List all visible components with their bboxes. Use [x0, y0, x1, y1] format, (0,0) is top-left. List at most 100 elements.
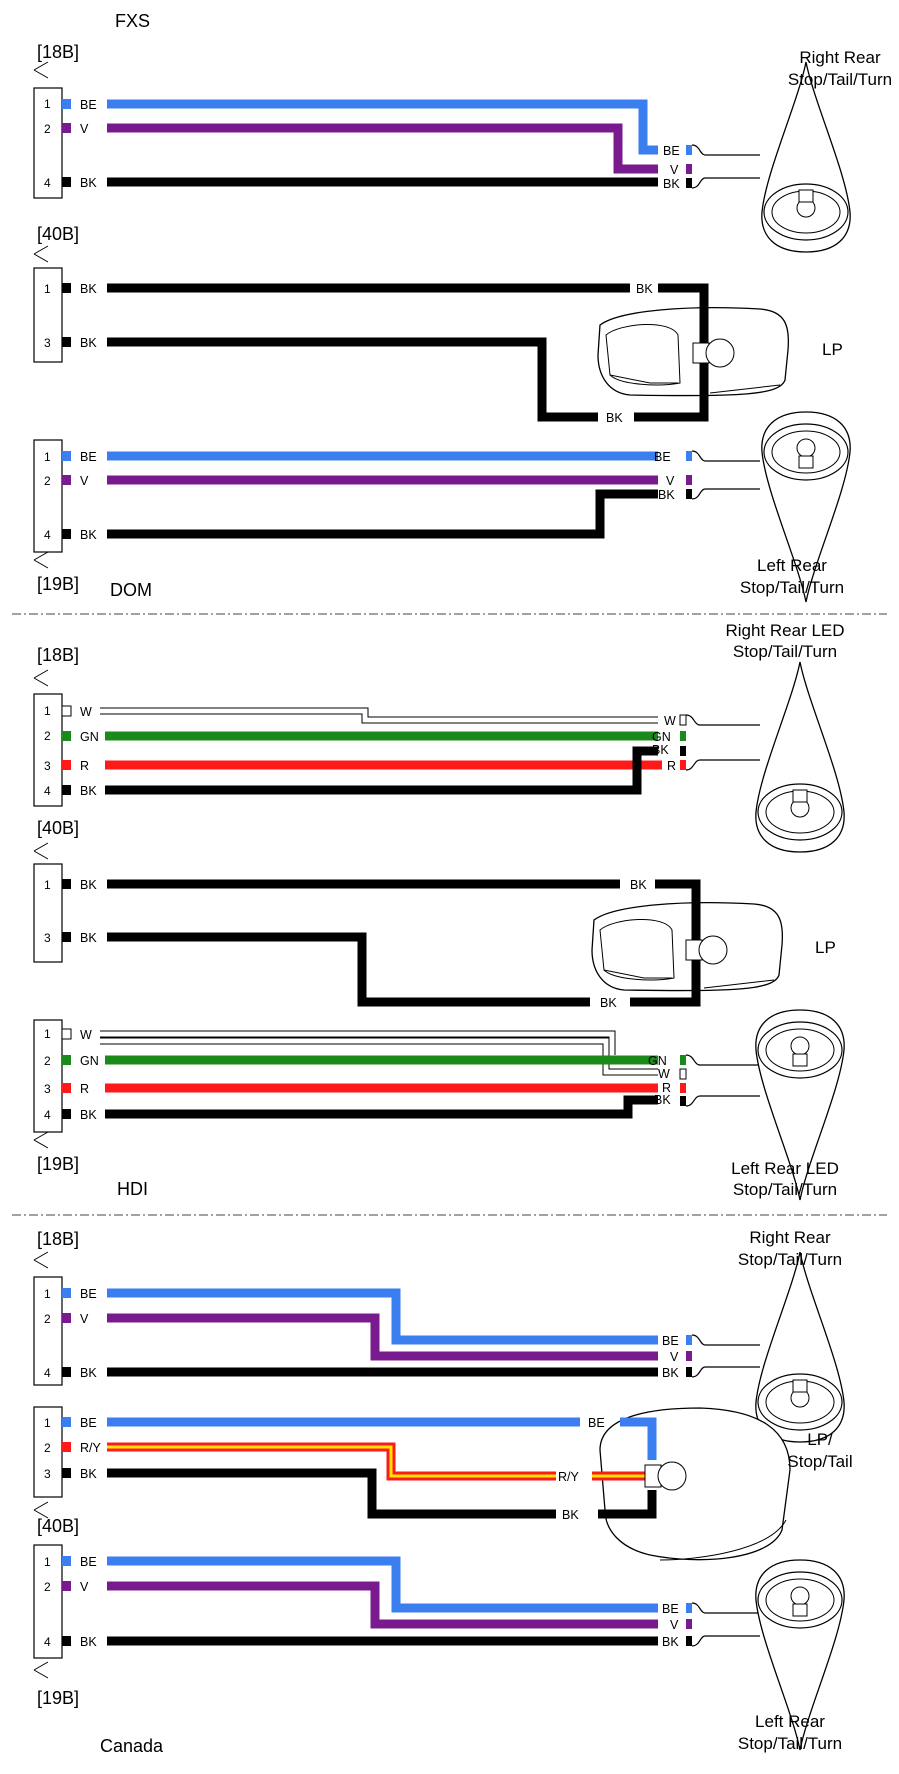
wire-be: [107, 99, 658, 155]
lamp-terminal: [686, 1367, 692, 1377]
wire-label: R: [667, 759, 676, 773]
wire-label: BK: [80, 1467, 97, 1481]
lamp-bulb-icon: [657, 1461, 687, 1491]
wire-label: BK: [654, 1093, 671, 1107]
wire-label: R: [80, 1082, 89, 1096]
wire-v: [107, 123, 658, 174]
wire-label: W: [658, 1067, 670, 1081]
lamp-terminal: [680, 1096, 686, 1106]
pin-terminal: [62, 1556, 71, 1566]
connector-housing: [33, 693, 63, 807]
wire-label: GN: [652, 730, 671, 744]
pin-number: 2: [44, 1580, 51, 1594]
pin-number: 1: [44, 1287, 51, 1301]
connector-housing: [33, 267, 63, 363]
lamp-terminal: [680, 731, 686, 741]
connector-housing: [33, 1276, 63, 1386]
wire-label: BK: [630, 878, 647, 892]
wire-bk: [107, 489, 658, 539]
connector-symbol: [33, 551, 49, 569]
wire-label: W: [664, 714, 676, 728]
lamp-label: LP: [815, 938, 836, 957]
pin-terminal: [62, 337, 71, 347]
section-title: FXS: [115, 11, 150, 31]
wire-label: BK: [636, 282, 653, 296]
wire-label: W: [80, 705, 92, 719]
pin-number: 2: [44, 1054, 51, 1068]
pin-terminal: [62, 1581, 71, 1591]
pin-terminal: [62, 1417, 71, 1427]
pin-number: 1: [44, 97, 51, 111]
lamp-edge: [659, 1519, 787, 1561]
wire-bk: [107, 932, 590, 1007]
pin-number: 4: [44, 528, 51, 542]
connector-symbol: [33, 61, 49, 79]
pin-terminal: [62, 1055, 71, 1065]
wire-label: BK: [80, 528, 97, 542]
wire-label: BE: [662, 1602, 679, 1616]
pin-terminal: [62, 1109, 71, 1119]
pin-number: 3: [44, 759, 51, 773]
section-hdi: [18B] 1 2 4 BE V BK BE V BK Right Rear S…: [33, 1228, 853, 1753]
lamp-stem: [685, 714, 760, 771]
connector-label: [40B]: [37, 224, 79, 244]
wire-label: BE: [663, 144, 680, 158]
connector-housing: [33, 1544, 63, 1659]
lamp-label: LP/: [807, 1430, 833, 1449]
pin-number: 4: [44, 784, 51, 798]
connector-housing: [33, 1406, 63, 1498]
wire-label: BK: [80, 931, 97, 945]
wire-w: [100, 708, 658, 723]
pin-number: 1: [44, 704, 51, 718]
wire-bk: [107, 337, 598, 422]
lamp-terminal: [680, 1083, 686, 1093]
connector-housing: [33, 863, 63, 963]
pin-terminal: [62, 283, 71, 293]
lamp-terminal: [679, 714, 687, 726]
pin-terminal: [62, 932, 71, 942]
pin-number: 2: [44, 729, 51, 743]
pin-terminal: [62, 1313, 71, 1323]
lamp-terminal: [686, 1335, 692, 1345]
pin-terminal: [62, 1288, 71, 1298]
pin-number: 1: [44, 878, 51, 892]
wire-be: [107, 1556, 658, 1613]
wire-label: BK: [562, 1508, 579, 1522]
pin-number: 1: [44, 1555, 51, 1569]
lamp-terminal: [680, 760, 686, 770]
pin-number: 3: [44, 336, 51, 350]
section-title: HDI: [117, 1179, 148, 1199]
connector-symbol: [33, 1251, 49, 1269]
wire-bk: [105, 1095, 658, 1119]
lamp-terminal: [686, 1351, 692, 1361]
lamp-terminal: [679, 1068, 687, 1080]
wire-label: BK: [652, 743, 669, 757]
wire-label: V: [666, 474, 675, 488]
right-rear-lamp-icon: [761, 61, 851, 253]
pin-number: 3: [44, 931, 51, 945]
wire-label: GN: [80, 730, 99, 744]
pin-number: 4: [44, 1635, 51, 1649]
wire-label: BK: [80, 1108, 97, 1122]
pin-terminal: [62, 529, 71, 539]
lamp-label: Right Rear: [799, 48, 881, 67]
lamp-stem: [691, 1602, 760, 1647]
section-dom: [18B] 1 2 3 4 W GN R BK W GN BK R Right …: [33, 621, 845, 1201]
footer-label: Canada: [100, 1736, 164, 1756]
wire-label: BE: [588, 1416, 605, 1430]
lamp-terminal: [686, 1636, 692, 1646]
pin-number: 3: [44, 1082, 51, 1096]
lamp-terminal: [686, 178, 692, 188]
pin-terminal: [62, 123, 71, 133]
lamp-label: Right Rear LED: [725, 621, 844, 640]
wire-label: BK: [80, 1366, 97, 1380]
lamp-label-line2: Stop/Tail/Turn: [733, 642, 837, 661]
wire-label: V: [80, 122, 89, 136]
wire-label: R/Y: [558, 1470, 580, 1484]
wire-bk: [107, 1468, 556, 1519]
pin-number: 2: [44, 1441, 51, 1455]
connector-symbol: [33, 1661, 49, 1679]
connector-label: [18B]: [37, 42, 79, 62]
pin-terminal: [62, 879, 71, 889]
lamp-bulb-icon: [705, 338, 735, 368]
